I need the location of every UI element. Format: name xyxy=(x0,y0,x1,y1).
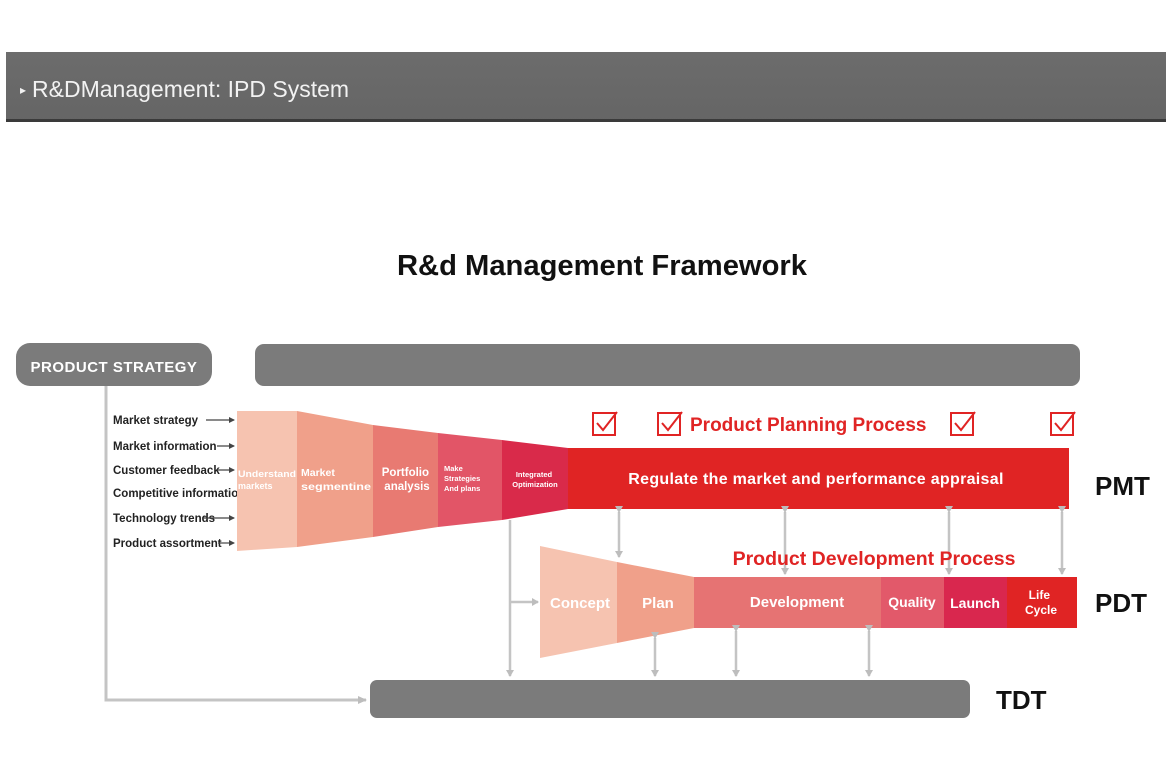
input-product-assortment: Product assortment xyxy=(113,538,222,550)
page-title: ▸ R&DManagement: IPD System xyxy=(20,76,349,103)
planning-process-label: Product Planning Process xyxy=(690,415,927,436)
dev-label-quality: Quality xyxy=(888,594,936,610)
page-header: ▸ R&DManagement: IPD System xyxy=(6,52,1166,122)
funnel-step-portfolio-analysis xyxy=(373,425,438,537)
input-customer-feedback: Customer feedback xyxy=(113,465,220,477)
pmt-bar xyxy=(568,448,1069,509)
header-rule xyxy=(6,119,1166,122)
bullet-icon: ▸ xyxy=(20,83,27,97)
dev-label-concept: Concept xyxy=(550,595,610,612)
development-process-label: Product Development Process xyxy=(733,548,1016,570)
tdt-bar xyxy=(370,680,970,718)
dev-step-development xyxy=(694,577,881,628)
input-competitive-information: Competitive information xyxy=(113,488,245,500)
funnel-step-make-strategies xyxy=(438,433,502,527)
funnel-label-portfolio-analysis: Portfolio analysis xyxy=(382,467,432,493)
strategy-to-tdt-connector xyxy=(104,386,367,704)
pmt-bar-text: Regulate the market and performance appr… xyxy=(628,471,1003,488)
checkbox-icon xyxy=(1050,411,1076,436)
checkbox-icon xyxy=(592,411,618,436)
dev-step-life-cycle xyxy=(1007,577,1077,628)
team-label-pdt: PDT xyxy=(1095,588,1147,618)
input-technology-trends: Technology trends xyxy=(113,513,215,525)
funnel-step-understand-markets xyxy=(237,411,297,551)
checkbox-icon xyxy=(950,411,976,436)
dev-step-quality xyxy=(881,577,944,628)
checkbox-icon xyxy=(657,411,683,436)
dev-step-launch xyxy=(944,577,1007,628)
dev-step-plan xyxy=(617,562,694,643)
dev-step-concept xyxy=(540,546,617,658)
product-strategy-label: PRODUCT STRATEGY xyxy=(31,359,198,376)
funnel-label-market-segmentine: Market segmentine xyxy=(301,467,371,493)
page-title-text: R&DManagement: IPD System xyxy=(32,76,350,102)
dev-label-development: Development xyxy=(750,594,844,611)
funnel-label-integrated-optimization: Integrated Optimization xyxy=(512,470,558,489)
dev-label-life-cycle: Life Cycle xyxy=(1025,588,1057,617)
dev-label-launch: Launch xyxy=(950,595,1000,611)
funnel-step-integrated-optimization xyxy=(502,440,568,520)
funnel-step-market-segmentine xyxy=(297,411,373,547)
team-label-pmt: PMT xyxy=(1095,471,1150,501)
team-label-tdt: TDT xyxy=(996,685,1047,715)
diagram-title: R&d Management Framework xyxy=(397,250,808,282)
input-market-information: Market information xyxy=(113,441,217,453)
product-strategy-badge xyxy=(16,343,212,386)
dev-label-plan: Plan xyxy=(642,595,674,612)
input-market-strategy: Market strategy xyxy=(113,415,199,427)
funnel-label-make-strategies: Make Strategies And plans xyxy=(444,464,482,493)
funnel-label-understand-markets: Understand markets xyxy=(238,469,299,491)
strategy-bar xyxy=(255,344,1080,386)
